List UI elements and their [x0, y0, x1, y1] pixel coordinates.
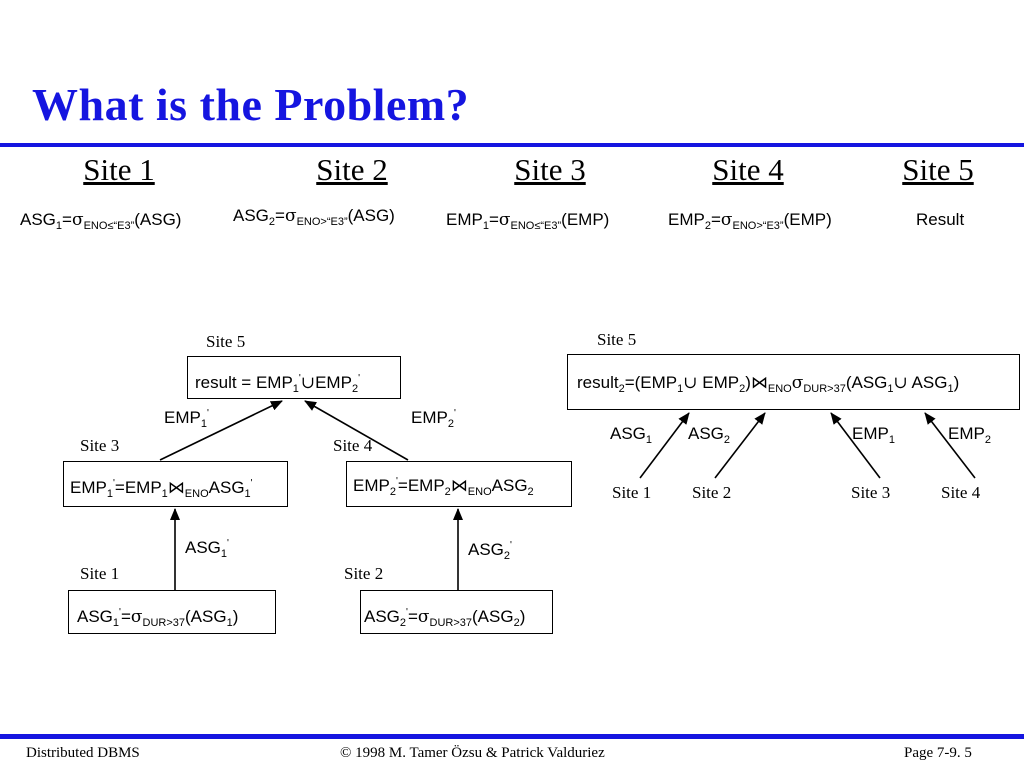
edge-s2-emp2 — [924, 412, 976, 479]
site-2-fragment-expr: ASG2=σENO>“E3”(ASG) — [233, 206, 395, 228]
site-heading-2: Site 2 — [316, 152, 388, 187]
site-5-result-label: Result — [916, 210, 965, 229]
site-heading-3: Site 3 — [514, 152, 586, 187]
s1-site1-label: Site 1 — [80, 564, 120, 583]
site-heading-1: Site 1 — [83, 152, 155, 187]
s1-emp2-join-box: EMP2'=EMP2⋈ENOASG2 — [346, 461, 572, 507]
s2-source-site1: Site 1 — [612, 483, 652, 502]
edge-emp2-to-result — [304, 400, 409, 461]
s1-result-box: result = EMP1'∪EMP2' — [187, 356, 401, 399]
footer-left: Distributed DBMS — [26, 745, 140, 761]
site-heading-5: Site 5 — [902, 152, 974, 187]
footer-rule — [0, 734, 1024, 739]
footer-center: © 1998 M. Tamer Özsu & Patrick Valduriez — [340, 745, 605, 761]
edge-s2-emp1 — [830, 412, 881, 479]
site-3-fragment-expr: EMP1=σENO≤“E3”(EMP) — [446, 210, 610, 232]
s1-edge-label-emp2: EMP2' — [411, 408, 456, 430]
site-heading-4: Site 4 — [712, 152, 784, 187]
title-rule — [0, 143, 1024, 147]
s1-site2-label: Site 2 — [344, 564, 384, 583]
s2-edge-label-asg1: ASG1 — [610, 424, 653, 446]
s1-edge-label-asg1: ASG1' — [185, 538, 229, 560]
footer-page-number: Page 7-9. 5 — [904, 745, 972, 761]
s2-source-site2: Site 2 — [692, 483, 732, 502]
s2-edge-label-emp1: EMP1 — [852, 424, 895, 446]
s2-site5-label: Site 5 — [597, 330, 637, 349]
s1-asg1-selection-box: ASG1'=σDUR>37(ASG1) — [68, 590, 276, 634]
s2-edge-label-asg2: ASG2 — [688, 424, 731, 446]
s2-source-site4: Site 4 — [941, 483, 981, 502]
site-1-fragment-expr: ASG1=σENO≤“E3”(ASG) — [20, 210, 182, 232]
edge-emp1-to-result — [159, 400, 283, 461]
s2-source-site3: Site 3 — [851, 483, 891, 502]
s2-edge-label-emp2: EMP2 — [948, 424, 991, 446]
edge-s2-asg1 — [639, 412, 690, 479]
edge-s2-asg2 — [714, 412, 766, 479]
s1-asg2-selection-box: ASG2'=σDUR>37(ASG2) — [360, 590, 553, 634]
s2-result-box: result2=(EMP1∪ EMP2)⋈ENOσDUR>37(ASG1∪ AS… — [567, 354, 1020, 410]
s1-edge-label-emp1: EMP1' — [164, 408, 209, 430]
s1-site4-label: Site 4 — [333, 436, 373, 455]
s1-edge-label-asg2: ASG2' — [468, 540, 512, 562]
site-4-fragment-expr: EMP2=σENO>“E3”(EMP) — [668, 210, 832, 232]
s1-site3-label: Site 3 — [80, 436, 120, 455]
s1-site5-label: Site 5 — [206, 332, 246, 351]
s1-emp1-join-box: EMP1'=EMP1⋈ENOASG1' — [63, 461, 288, 507]
page-title: What is the Problem? — [32, 79, 470, 130]
